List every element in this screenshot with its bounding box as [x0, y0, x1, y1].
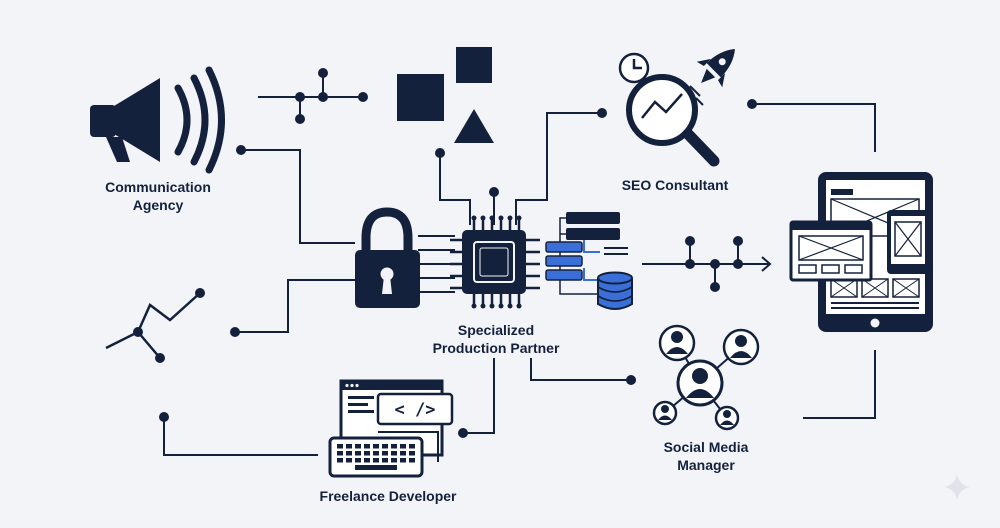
connection-lines — [163, 103, 876, 456]
database-stack-icon — [545, 212, 633, 310]
dot-seo — [597, 108, 607, 118]
dot-chip-top — [489, 187, 499, 197]
line-seo-to-tablet — [752, 103, 876, 152]
line-partner-to-social — [530, 358, 631, 381]
line-dev-left — [163, 417, 318, 456]
processor-chip-icon — [450, 215, 540, 309]
line-shapes-to-chip — [439, 153, 471, 225]
label-communication-agency: Communication Agency — [105, 179, 211, 213]
tablet-wireframe-icon — [789, 172, 933, 332]
keyboard-key — [391, 458, 397, 463]
trend-line-icon — [105, 288, 205, 363]
keyboard-key — [400, 444, 406, 449]
tree-connector-right — [685, 236, 743, 292]
line-agency-to-lock — [241, 149, 355, 244]
people-network-icon — [652, 324, 760, 431]
keyboard-spacebar — [355, 465, 397, 470]
keyboard-key — [364, 444, 370, 449]
keyboard-keys — [337, 444, 415, 470]
keyboard-key — [337, 444, 343, 449]
megaphone-icon — [90, 66, 225, 174]
keyboard-key — [382, 444, 388, 449]
avatar-top-left — [658, 324, 696, 362]
keyboard-key — [400, 451, 406, 456]
keyboard-key — [391, 451, 397, 456]
label-seo-consultant: SEO Consultant — [621, 177, 729, 193]
avatar-center — [676, 359, 724, 407]
padlock-icon — [355, 207, 420, 308]
keyboard-key — [346, 458, 352, 463]
shapes-icon — [397, 47, 494, 143]
keyboard-key — [409, 458, 415, 463]
dot-shapes — [435, 148, 445, 158]
line-trend-to-lock — [235, 279, 355, 333]
dot-agency — [236, 145, 246, 155]
line-lock-to-chip — [418, 235, 455, 293]
keyboard-key — [373, 458, 379, 463]
keyboard-key — [400, 458, 406, 463]
dot-dev-right — [458, 428, 468, 438]
code-keyboard-icon: < /> — [328, 379, 454, 478]
avatar-top-right — [722, 328, 760, 366]
avatar-bottom-left — [652, 400, 678, 426]
line-tablet-to-social — [803, 350, 876, 419]
line-arrowhead — [761, 256, 772, 272]
rocket-icon — [689, 49, 735, 106]
sparkle-icon — [944, 474, 970, 500]
keyboard-key — [373, 451, 379, 456]
keyboard-key — [364, 458, 370, 463]
line-seo-to-chip — [515, 112, 602, 225]
keyboard-key — [364, 451, 370, 456]
magnifier-chart-icon — [618, 52, 720, 167]
line-partner-to-dev — [463, 358, 495, 434]
dot-seo-right — [747, 99, 757, 109]
keyboard-key — [355, 451, 361, 456]
keyboard-key — [391, 444, 397, 449]
code-snippet-text: < /> — [395, 400, 436, 420]
keyboard-key — [337, 451, 343, 456]
keyboard-key — [382, 458, 388, 463]
avatar-bottom-right — [714, 405, 740, 431]
keyboard-key — [409, 444, 415, 449]
label-specialized-production-partner: Specialized Production Partner — [432, 322, 560, 356]
keyboard-key — [355, 444, 361, 449]
keyboard-key — [373, 444, 379, 449]
keyboard-key — [337, 458, 343, 463]
label-social-media-manager: Social Media Manager — [663, 439, 749, 473]
keyboard-key — [346, 444, 352, 449]
keyboard-key — [346, 451, 352, 456]
dot-dev-left — [159, 412, 169, 422]
keyboard-key — [409, 451, 415, 456]
label-freelance-developer: Freelance Developer — [319, 488, 457, 504]
dot-social-left — [626, 375, 636, 385]
keyboard-key — [382, 451, 388, 456]
tree-connector-top — [258, 68, 368, 124]
connection-dots — [159, 99, 757, 438]
keyboard-key — [355, 458, 361, 463]
dot-trend — [230, 327, 240, 337]
